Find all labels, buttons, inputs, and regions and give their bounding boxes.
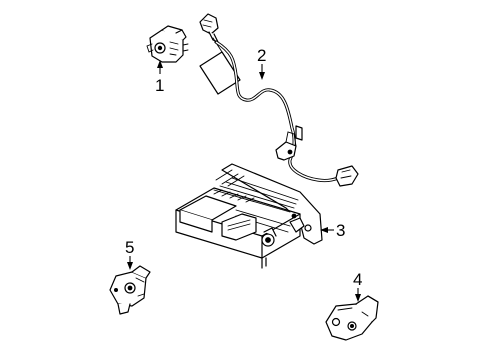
part-2-wire-harness <box>199 13 359 187</box>
callout-label-4: 4 <box>353 270 362 289</box>
callout-2: 2 <box>257 46 266 80</box>
callout-1: 1 <box>155 60 164 95</box>
part-3-control-module <box>175 163 323 269</box>
callout-label-3: 3 <box>336 221 345 240</box>
callout-label-1: 1 <box>155 76 164 95</box>
part-5-sensor <box>109 265 151 315</box>
callout-3: 3 <box>320 221 345 240</box>
callout-5: 5 <box>125 238 134 270</box>
callout-label-5: 5 <box>125 238 134 257</box>
part-1-sensor <box>146 25 189 63</box>
callout-4: 4 <box>353 270 362 302</box>
part-4-bracket <box>325 295 379 341</box>
callout-label-2: 2 <box>257 46 266 65</box>
